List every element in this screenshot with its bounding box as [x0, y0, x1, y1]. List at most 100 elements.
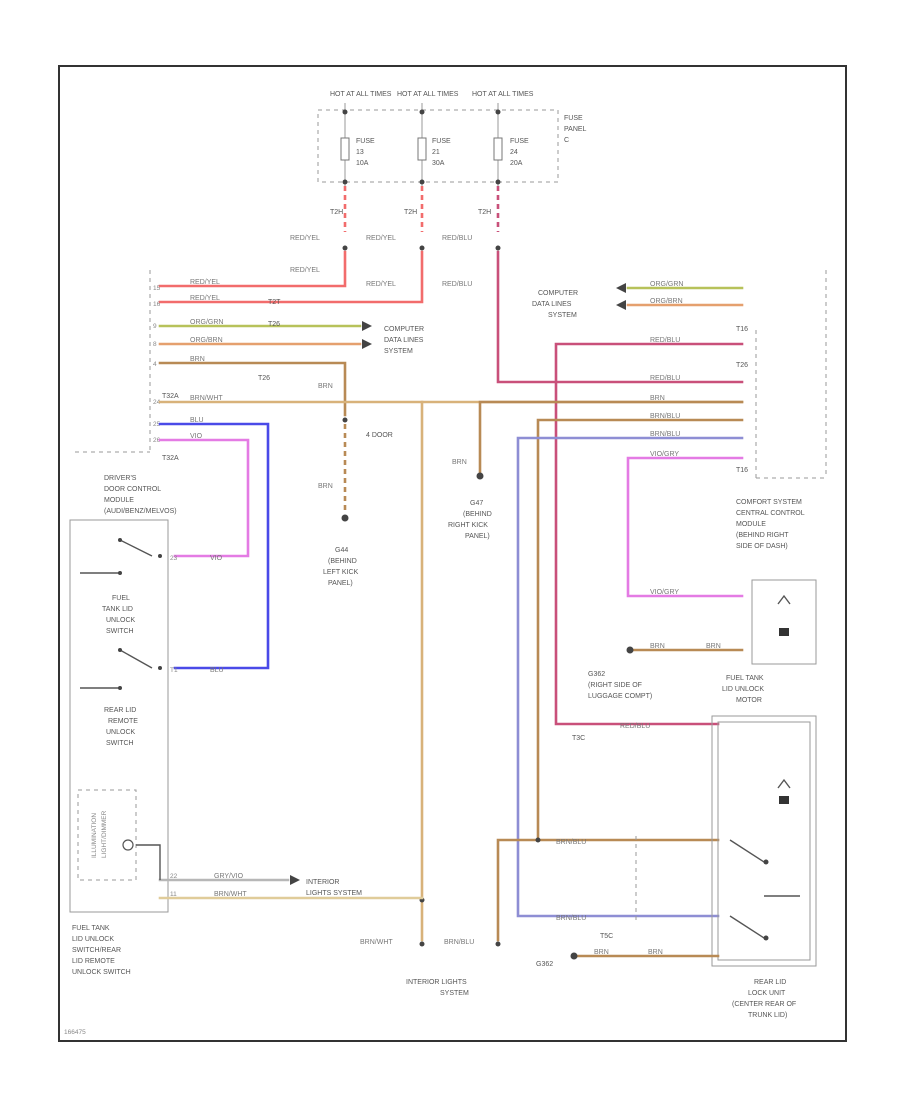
hot-label-2: HOT AT ALL TIMES: [397, 91, 459, 98]
fuse-panel-outline: [317, 109, 559, 183]
wire-label-brn-g: BRN: [706, 643, 721, 650]
wire-brn-ground-right: [478, 400, 744, 474]
wire-label-red-yel-a: RED/YEL: [290, 235, 320, 242]
wire-label-gry-vio: GRY/VIO: [214, 873, 244, 880]
fuse2-line3: 30A: [432, 160, 445, 167]
fuel-switch-4: SWITCH: [106, 628, 134, 635]
rear-lock-3: (CENTER REAR OF: [732, 1001, 796, 1008]
pin-2: 16: [153, 301, 161, 308]
fuse3-joint: [495, 245, 501, 251]
wire-brn-blu-interior: [496, 838, 540, 942]
wire-label-org-grn: ORG/GRN: [190, 319, 223, 326]
ground-left-dot: [341, 514, 349, 522]
rear-t5c: T5C: [600, 933, 613, 940]
ground-luggage-3: LUGGAGE COMPT): [588, 693, 652, 700]
ground-left-3: LEFT KICK: [323, 569, 359, 576]
rear-lock-1: REAR LID: [754, 979, 786, 986]
fuse-tag-2: T2H: [404, 209, 417, 216]
driver-bottom-2: LID UNLOCK: [72, 936, 114, 943]
comfort-title-4: (BEHIND RIGHT: [736, 532, 789, 539]
wire-label-brn-d: BRN: [650, 395, 665, 402]
fuse2-line2: 21: [432, 149, 440, 156]
splice-t2t: T2T: [268, 299, 281, 306]
driver-bottom-4: LID REMOTE: [72, 958, 115, 965]
pin-blu-lower: T1: [170, 667, 178, 674]
illumination-2: LIGHT/DIMMER: [101, 810, 108, 858]
g362-dot: [570, 952, 578, 960]
computer-data-left-1: COMPUTER: [384, 326, 424, 333]
rear-switch-1-dot: [763, 859, 769, 865]
wire-brn-blu-right: [516, 436, 744, 918]
fuel-switch-blade: [119, 539, 153, 557]
driver-module-box: [69, 519, 169, 913]
rear-motor-plug: [779, 796, 789, 804]
illumination-return: [136, 844, 161, 880]
wire-label-org-brn: ORG/BRN: [190, 337, 223, 344]
fuse2-body: [417, 137, 427, 161]
driver-door-connector: T32A T32A 15 16 9 8 4 24 25 26: [75, 270, 179, 462]
fuel-motor-3: MOTOR: [736, 697, 762, 704]
ground-luggage-1: G362: [588, 671, 605, 678]
fuse1-joint: [342, 245, 348, 251]
fuse2-line1: FUSE: [432, 138, 451, 145]
illumination-1: ILLUMINATION: [91, 813, 98, 858]
g362-label: G362: [536, 961, 553, 968]
interior-lights-1b: LIGHTS SYSTEM: [306, 890, 362, 897]
ground-left-4: PANEL): [328, 580, 353, 587]
rear-switch-3: UNLOCK: [106, 729, 136, 736]
hot-label-3: HOT AT ALL TIMES: [472, 91, 534, 98]
wire-vio-left: [158, 438, 250, 558]
wire-label-brn-f: BRN: [650, 643, 665, 650]
wire-label-brn-wht-b: BRN/WHT: [360, 939, 393, 946]
pin-vio-lower: 23: [170, 555, 178, 562]
fuse3-body: [493, 137, 503, 161]
rear-switch-1: REAR LID: [104, 707, 136, 714]
rear-lock-4: TRUNK LID): [748, 1012, 787, 1019]
luggage-ground-dot: [626, 646, 634, 654]
motor-plug: [779, 628, 789, 636]
illumination-box: [77, 789, 137, 881]
fuse1-line2: 13: [356, 149, 364, 156]
wire-brn-tt: [158, 361, 347, 417]
splice-brn-end: [495, 941, 501, 947]
driver-bottom-1: FUEL TANK: [72, 925, 110, 932]
pin-8: 26: [153, 437, 161, 444]
wire-label-vio-grn-b: VIO/GRY: [650, 589, 679, 596]
pin-3: 9: [153, 323, 157, 330]
wire-label-vio-a: VIO: [190, 433, 203, 440]
comfort-t16-b: T16: [736, 467, 748, 474]
pin-4: 8: [153, 341, 157, 348]
wire-label-brn-a: BRN: [190, 356, 205, 363]
driver-title-2: DOOR CONTROL: [104, 486, 161, 493]
splice-t26-b: T26: [258, 375, 270, 382]
fuse1-top-dot: [342, 109, 348, 115]
fuse2-joint: [419, 245, 425, 251]
comfort-t26: T26: [736, 362, 748, 369]
driver-title-3: MODULE: [104, 497, 134, 504]
wire-label-red-blu-d: RED/BLU: [650, 375, 680, 382]
fuse2-bottom-dot: [419, 179, 425, 185]
fuel-motor-box: [751, 579, 817, 665]
comfort-title-2: CENTRAL CONTROL: [736, 510, 805, 517]
pin-11: 11: [170, 891, 177, 898]
rear-switch-contact: [158, 666, 162, 670]
wire-label-red-blu-c: RED/BLU: [650, 337, 680, 344]
arrow-org-brn: [362, 339, 372, 349]
fuel-switch-actuator-dot: [118, 571, 122, 575]
pin-5: 4: [153, 361, 157, 368]
fuse1-body: [340, 137, 350, 161]
fuse3-line1: FUSE: [510, 138, 529, 145]
wire-vio-right: [626, 456, 744, 598]
wire-red-blu-main: [496, 250, 744, 384]
fuel-switch-contact: [158, 554, 162, 558]
computer-data-left-3: SYSTEM: [384, 348, 413, 355]
rear-motor-symbol: [777, 778, 791, 789]
wire-label-blu-a: BLU: [190, 417, 204, 424]
ground-right-dot: [476, 472, 484, 480]
wire-label-brn-wht-c: BRN/WHT: [214, 891, 247, 898]
wire-blu: [158, 422, 270, 670]
rear-lock-unit: REAR LID LOCK UNIT (CENTER REAR OF TRUNK…: [711, 715, 817, 1019]
ground-right-3: RIGHT KICK: [448, 522, 488, 529]
4door-label: 4 DOOR: [366, 432, 393, 439]
